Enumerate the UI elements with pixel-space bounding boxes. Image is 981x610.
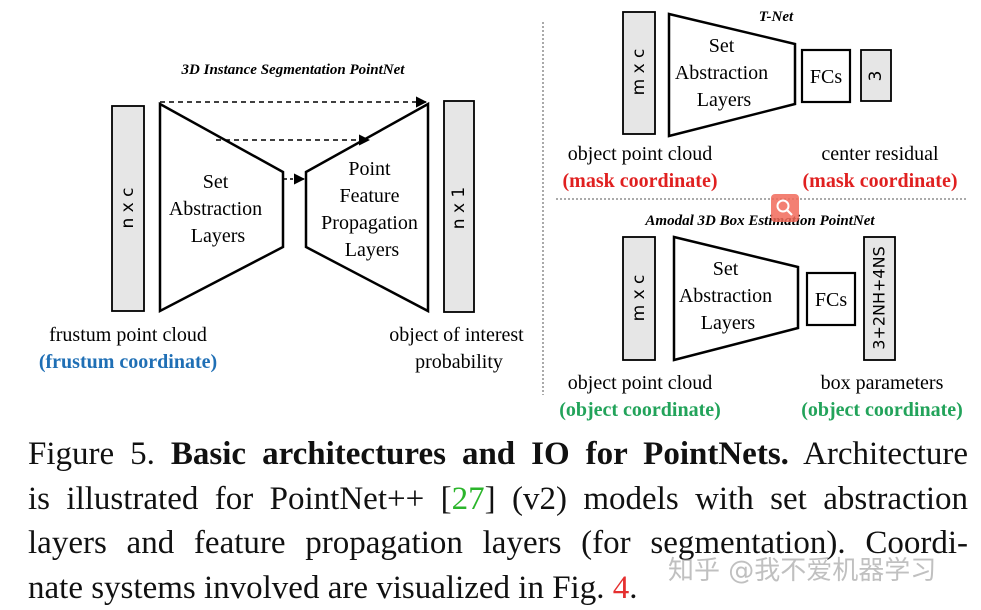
- amodal-set-abstraction: [672, 235, 800, 362]
- output-label: object of interest probability: [389, 324, 528, 373]
- amodal-title: Amodal 3D Box Estimation PointNet: [644, 213, 875, 229]
- caption-bold-title: Basic architectures and IO for PointNets…: [170, 436, 789, 472]
- architecture-diagram: 3D Instance Segmentation PointNet n x c …: [39, 9, 968, 421]
- amodal-output-dim: 3+2NH+4NS: [870, 246, 889, 349]
- amodal-input-label: object point cloud: [568, 372, 712, 394]
- tnet-input-dim: m x c: [629, 49, 649, 96]
- feature-propagation-decoder: [304, 101, 430, 314]
- amodal-input-box: [622, 236, 656, 361]
- decoder-label: Point Feature Propagation Layers: [321, 158, 423, 261]
- figure-caption: Figure 5. Basic architectures and IO for…: [28, 432, 968, 610]
- tnet-output-dim: 3: [866, 71, 886, 82]
- caption-line-1: Figure 5. Basic architectures and IO for…: [28, 436, 968, 472]
- input-label: frustum point cloud: [49, 324, 207, 346]
- search-icon[interactable]: [771, 194, 799, 222]
- tnet-title: T-Net: [759, 9, 794, 25]
- amodal-block-label: Set Abstraction Layers: [679, 258, 777, 334]
- figure-ref-link[interactable]: 4: [612, 569, 630, 606]
- amodal-output-coordinate: (object coordinate): [801, 399, 963, 421]
- amodal-output-label: box parameters: [821, 372, 944, 394]
- amodal-fc-label: FCs: [815, 289, 847, 311]
- set-abstraction-encoder: [158, 101, 285, 314]
- tnet-fc-label: FCs: [810, 66, 842, 88]
- watermark: 知乎 @我不爱机器学习: [668, 556, 937, 586]
- amodal-fc-box: [805, 271, 857, 327]
- citation-link[interactable]: 27: [451, 480, 485, 517]
- tnet-input-label: object point cloud: [568, 143, 712, 165]
- tnet-block-label: Set Abstraction Layers: [675, 35, 773, 111]
- caption-line-3: layers and feature propagation layers (f…: [28, 525, 968, 561]
- tnet-set-abstraction: [667, 12, 797, 138]
- output-tensor-label: n x 1: [449, 187, 469, 229]
- encoder-label: Set Abstraction Layers: [169, 171, 267, 247]
- amodal-input-coordinate: (object coordinate): [559, 399, 721, 421]
- tnet-output-box: [860, 49, 892, 102]
- tnet-output-coordinate: (mask coordinate): [803, 170, 958, 192]
- amodal-output-box: [863, 236, 896, 361]
- input-coordinate: (frustum coordinate): [39, 351, 217, 373]
- tnet-fc-box: [800, 48, 852, 104]
- tnet-input-coordinate: (mask coordinate): [563, 170, 718, 192]
- amodal-input-dim: m x c: [629, 275, 649, 322]
- tnet-input-box: [622, 11, 656, 135]
- tnet-output-label: center residual: [821, 143, 939, 165]
- input-tensor-box: [111, 105, 145, 312]
- output-tensor-box: [443, 100, 475, 313]
- left-panel-title: 3D Instance Segmentation PointNet: [181, 62, 406, 78]
- input-tensor-label: n x c: [118, 188, 138, 229]
- caption-line-4: nate systems involved are visualized in …: [28, 569, 638, 606]
- caption-line-2: is illustrated for PointNet++ [27] (v2) …: [28, 480, 968, 517]
